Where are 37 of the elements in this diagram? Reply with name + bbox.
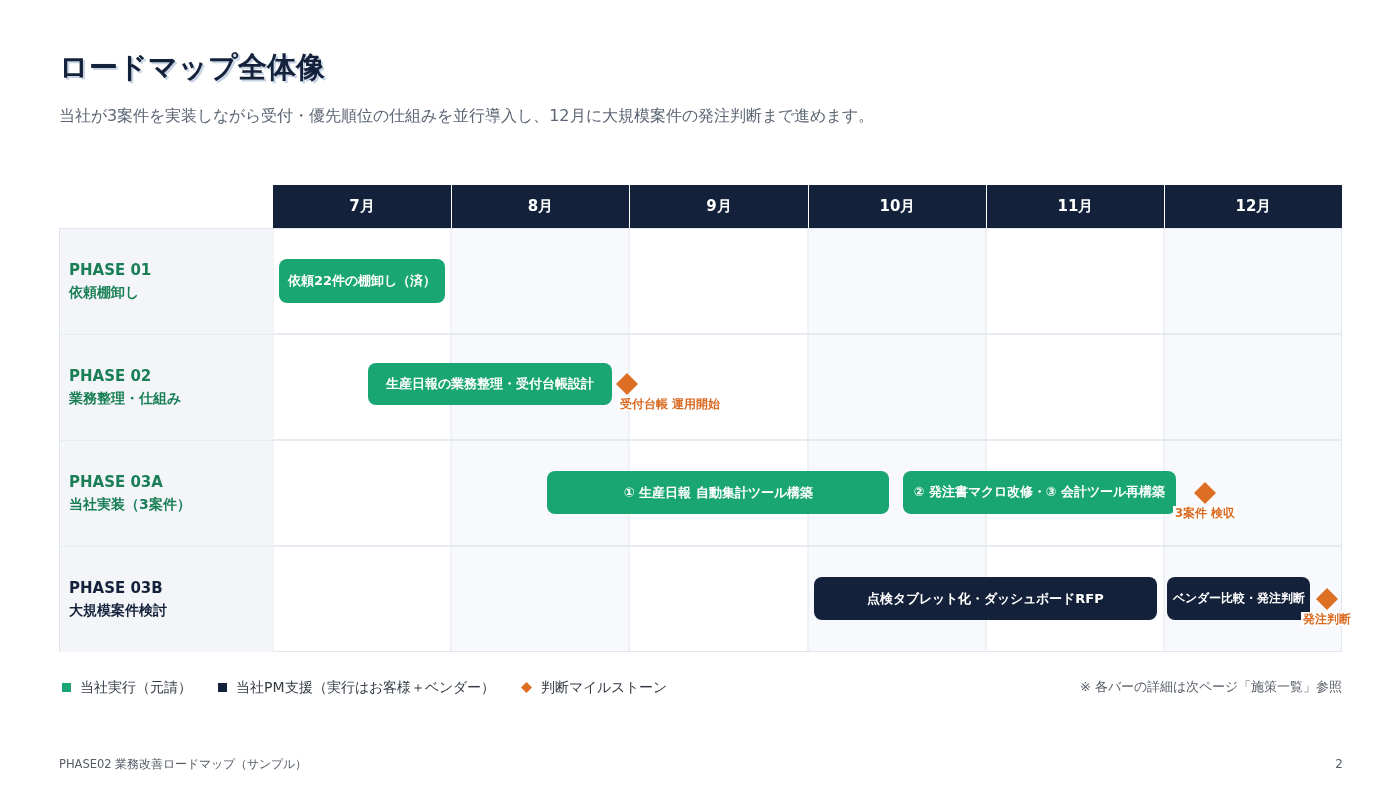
gantt-bar: 生産日報の業務整理・受付台帳設計: [368, 363, 612, 405]
phase-name: 依頼棚卸し: [69, 283, 139, 303]
footer-text: PHASE02 業務改善ロードマップ（サンプル）: [59, 756, 308, 772]
month-header: 8月: [452, 185, 629, 228]
page-number: 2: [1335, 756, 1343, 772]
gantt-bar: 点検タブレット化・ダッシュボードRFP: [814, 577, 1157, 620]
row-header-panel: [60, 229, 273, 334]
gantt-bar: 依頼22件の棚卸し（済）: [279, 259, 445, 303]
month-header: 12月: [1165, 185, 1342, 228]
month-header: 9月: [630, 185, 808, 228]
row-header-panel: [60, 335, 273, 440]
diamond-icon: [1194, 482, 1216, 504]
row-header-panel: [60, 441, 273, 546]
month-header: 10月: [809, 185, 986, 228]
milestone-label: 受付台帳 運用開始: [618, 397, 722, 411]
phase-number: PHASE 01: [69, 260, 152, 282]
phase-number: PHASE 02: [69, 366, 152, 388]
subtitle: 当社が3案件を実装しながら受付・優先順位の仕組みを並行導入し、12月に大規模案件の発注判断まで進めます。: [59, 105, 874, 127]
legend-label: 当社PM支援（実行はお客様＋ベンダー）: [236, 678, 495, 697]
diamond-icon: [616, 373, 638, 395]
phase-name: 業務整理・仕組み: [69, 389, 181, 409]
milestone-label: 3案件 検収: [1173, 506, 1237, 520]
month-header: 7月: [273, 185, 451, 228]
footnote: ※ 各バーの詳細は次ページ「施策一覧」参照: [1079, 678, 1342, 696]
phase-name: 当社実装（3案件）: [69, 495, 191, 515]
legend-label: 当社実行（元請）: [80, 678, 192, 697]
row-header-panel: [60, 547, 273, 652]
phase-number: PHASE 03A: [69, 472, 163, 494]
legend-label: 判断マイルストーン: [540, 678, 667, 697]
diamond-icon: [1316, 588, 1338, 610]
month-header: 11月: [987, 185, 1164, 228]
phase-number: PHASE 03B: [69, 578, 163, 600]
title: ロードマップ全体像: [59, 49, 325, 86]
phase-name: 大規模案件検討: [69, 601, 167, 621]
milestone-label: 発注判断: [1301, 612, 1353, 626]
gantt-bar: ② 発注書マクロ改修・③ 会計ツール再構築: [903, 471, 1176, 514]
gantt-bar: ① 生産日報 自動集計ツール構築: [547, 471, 889, 514]
